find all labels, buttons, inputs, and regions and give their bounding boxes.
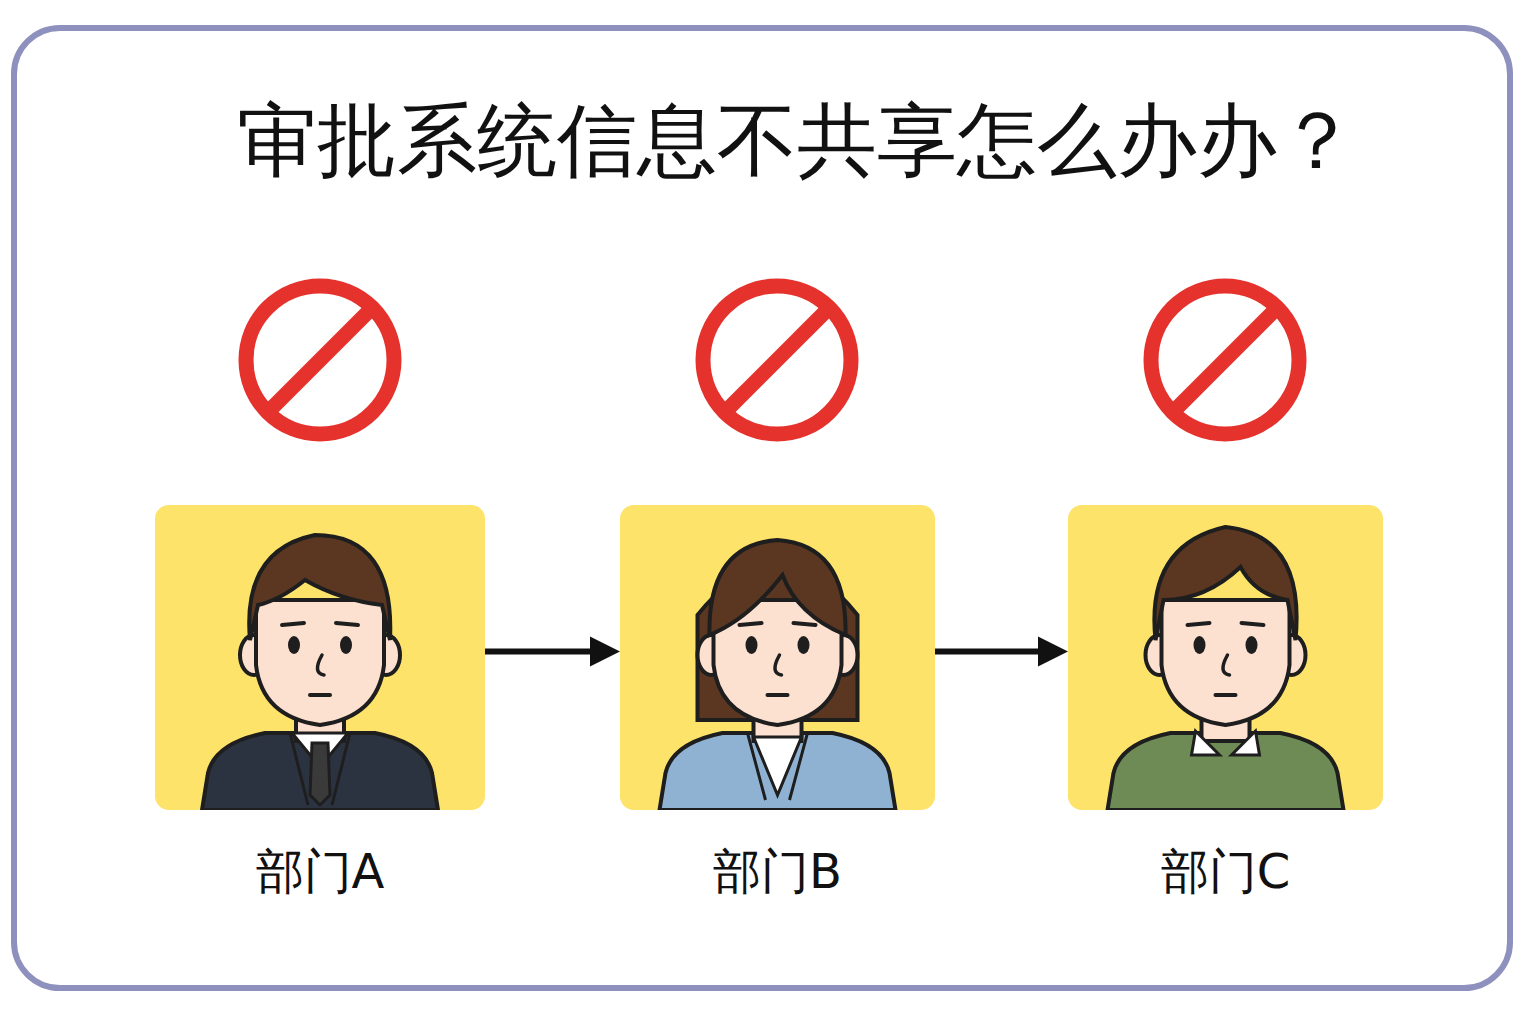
department-card: 部门C [1068,505,1383,910]
department-label: 部门A [155,840,485,904]
avatar-tile [620,505,935,810]
person-illustration [1068,505,1383,810]
department-card: 部门B [620,505,935,910]
avatar-tile [1068,505,1383,810]
department-label: 部门C [1068,840,1383,904]
department-card: 部门A [155,505,485,910]
person-illustration [155,505,485,810]
prohibition-sign [703,286,851,434]
title: 审批系统信息不共享怎么办办？ [58,88,1536,196]
flow-arrow [935,636,1068,666]
person-illustration [620,505,935,810]
prohibition-sign [1151,286,1299,434]
department-label: 部门B [620,840,935,904]
flow-arrow [485,636,620,666]
prohibition-sign [246,286,394,434]
avatar-tile [155,505,485,810]
